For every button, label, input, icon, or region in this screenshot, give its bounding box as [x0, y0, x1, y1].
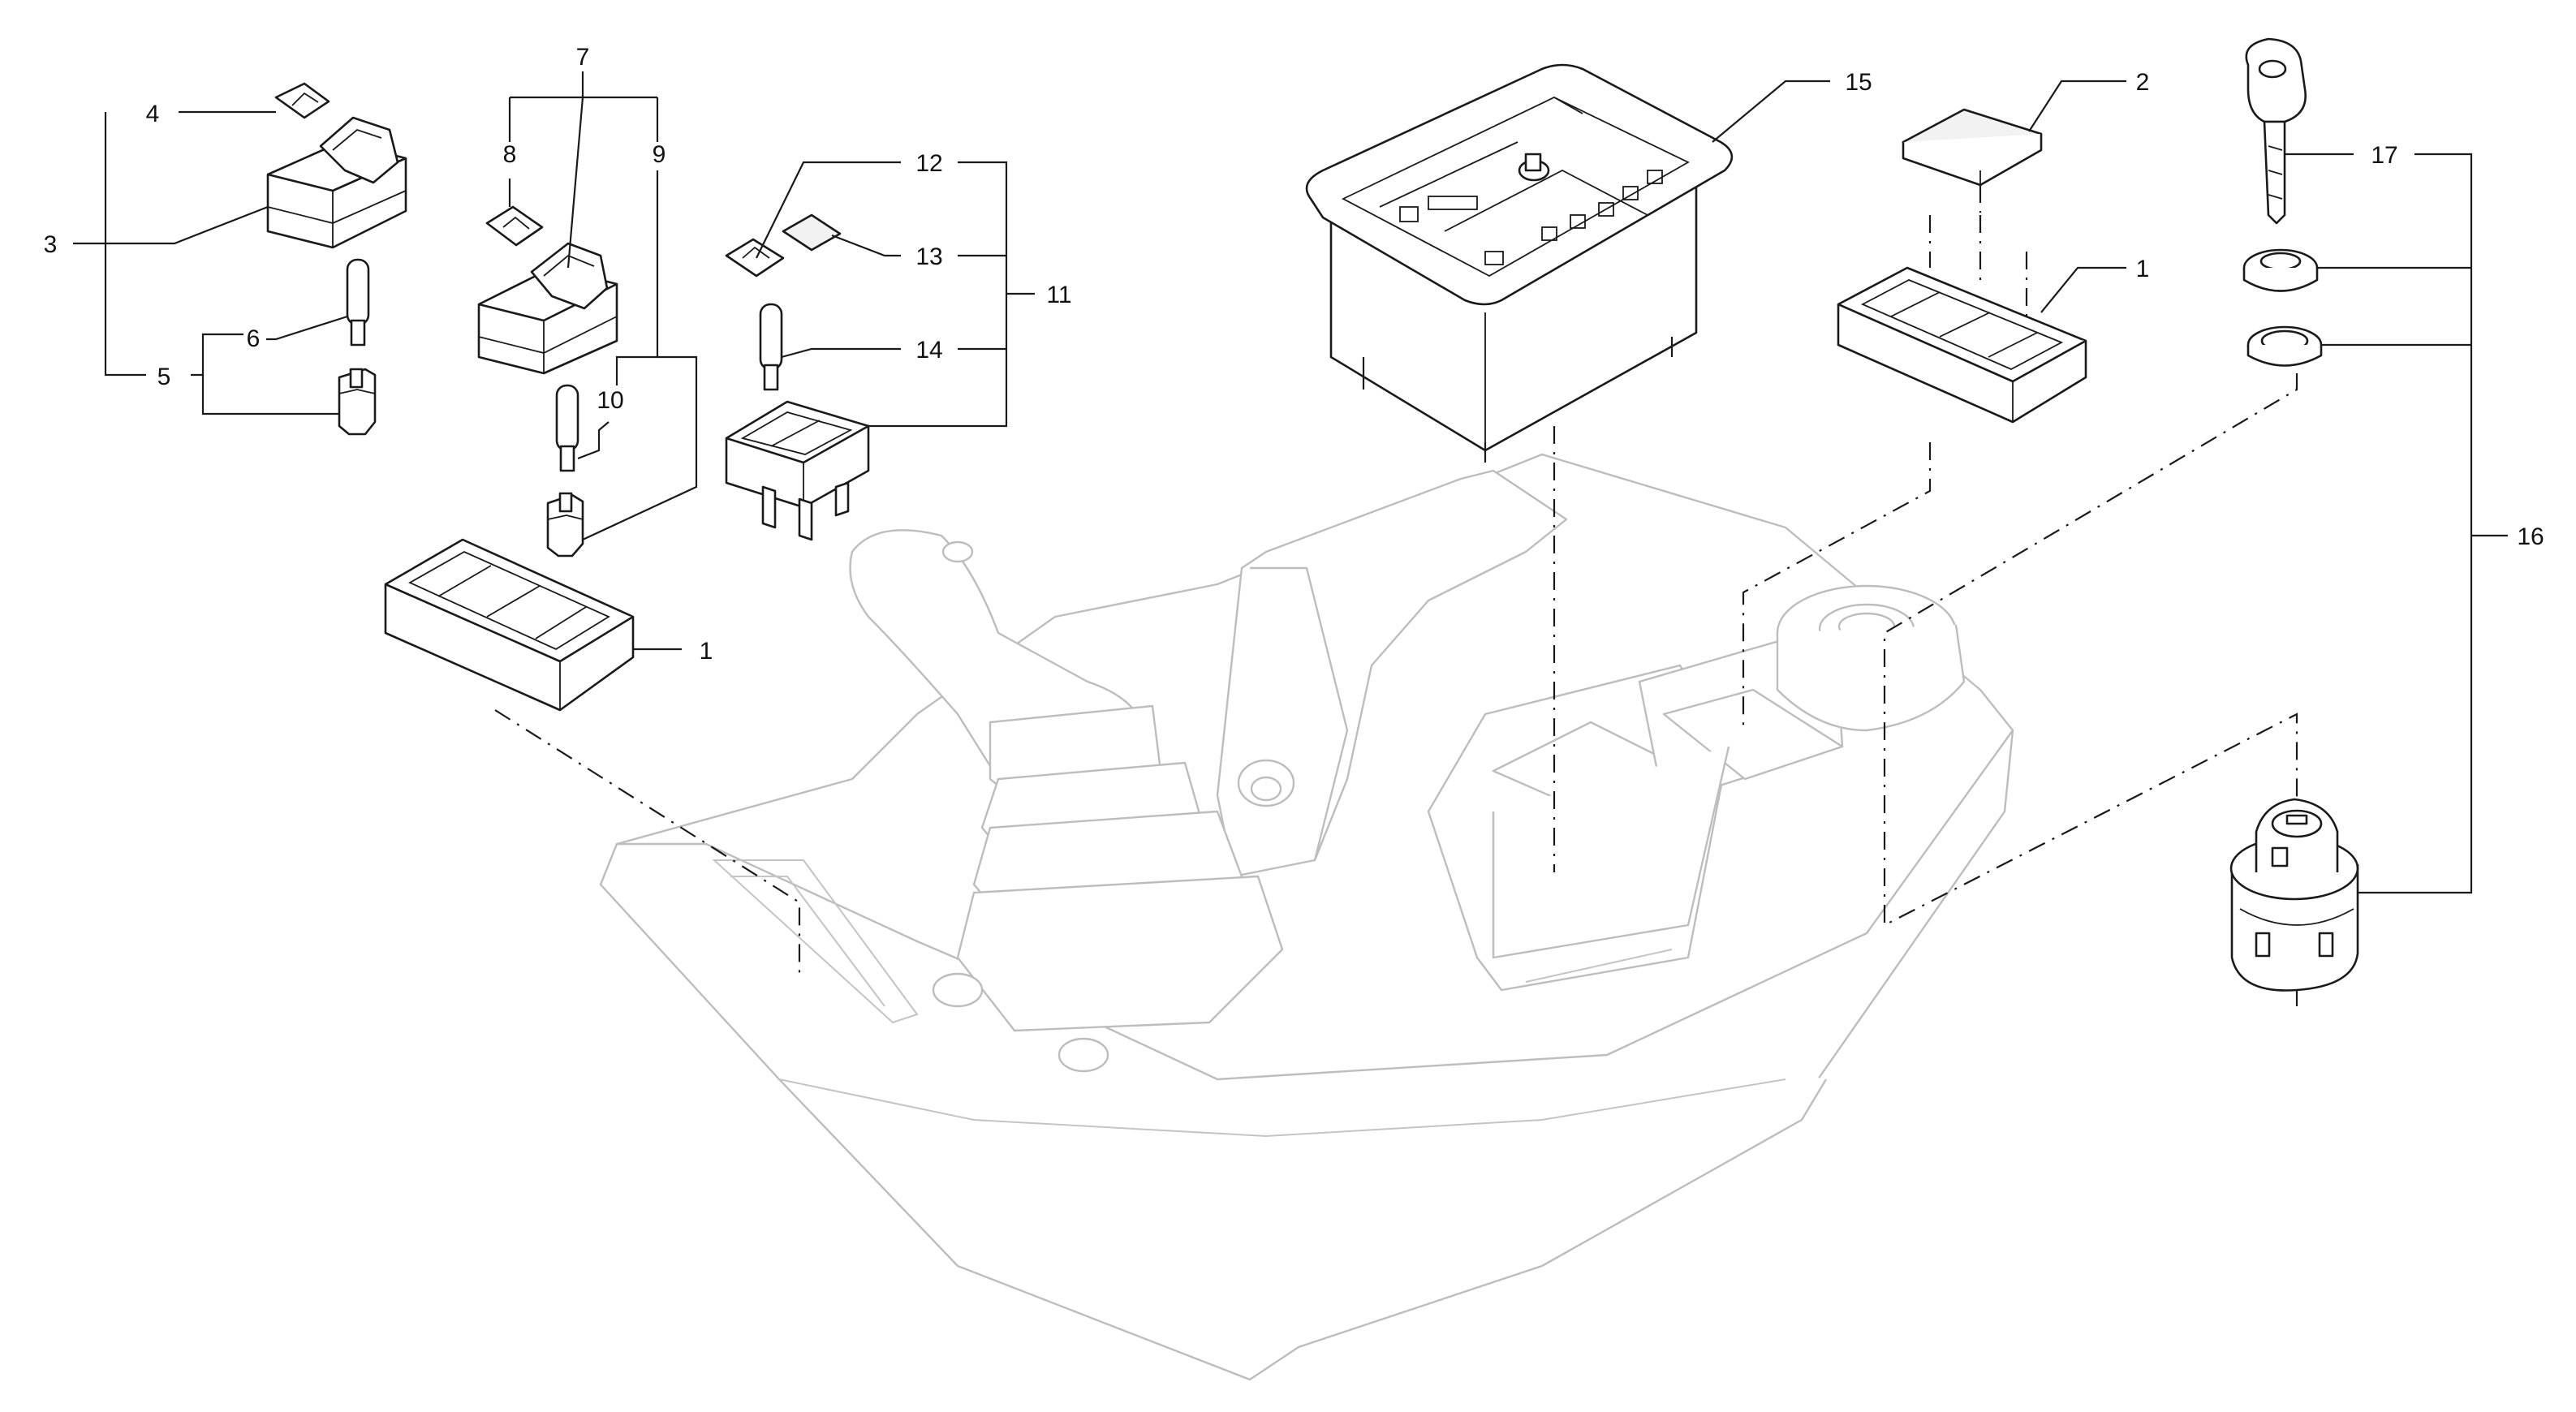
callout-15: 15	[1845, 69, 1872, 96]
part-instrument-cluster-15	[1305, 63, 1734, 463]
part-switch-frame-1-right	[1837, 215, 2087, 424]
part-twin-switch-11	[725, 400, 870, 541]
part-lamp-holder-9	[546, 492, 584, 557]
callout-8: 8	[503, 141, 517, 168]
part-symbol-tab-4	[274, 82, 330, 119]
leader-lines	[73, 71, 2508, 894]
callout-6: 6	[247, 325, 261, 352]
part-ignition-switch-16	[2229, 798, 2359, 1006]
part-key-17	[2245, 37, 2307, 225]
callout-3: 3	[44, 231, 58, 258]
part-rocker-switch-7	[477, 242, 618, 375]
part-ignition-nut	[2246, 325, 2323, 367]
console-housing-ghost	[599, 453, 2014, 1381]
part-switch-frame-1-left	[384, 538, 635, 712]
part-symbol-tab-8	[485, 205, 544, 247]
callout-10: 10	[597, 387, 623, 414]
callout-11: 11	[1046, 282, 1071, 308]
callout-2: 2	[2136, 69, 2150, 96]
callout-4: 4	[146, 101, 160, 127]
callout-1-left: 1	[700, 638, 713, 665]
callout-7: 7	[576, 44, 590, 71]
part-ignition-bezel	[2242, 248, 2319, 292]
callout-17: 17	[2371, 142, 2397, 169]
part-blank-plate-2	[1902, 108, 2043, 187]
callout-5: 5	[157, 364, 171, 390]
callout-13: 13	[915, 243, 942, 270]
assembly-lines	[494, 185, 2298, 974]
callout-12: 12	[915, 150, 942, 177]
callout-14: 14	[915, 337, 942, 364]
callout-16: 16	[2517, 523, 2544, 550]
part-rocker-switch-3	[266, 116, 407, 249]
part-symbol-tab-13	[782, 213, 842, 252]
callout-1-right: 1	[2136, 256, 2150, 282]
part-bulb-14	[759, 303, 783, 391]
part-bulb-6	[346, 258, 370, 347]
callout-9: 9	[653, 141, 666, 168]
part-lamp-holder-5	[338, 368, 377, 436]
part-bulb-10	[555, 384, 579, 472]
part-symbol-tab-12	[725, 238, 785, 278]
callouts: 4 3 6 5 7 8 9 10 1 12 13 11 14 15 2 1 17…	[44, 44, 2544, 665]
